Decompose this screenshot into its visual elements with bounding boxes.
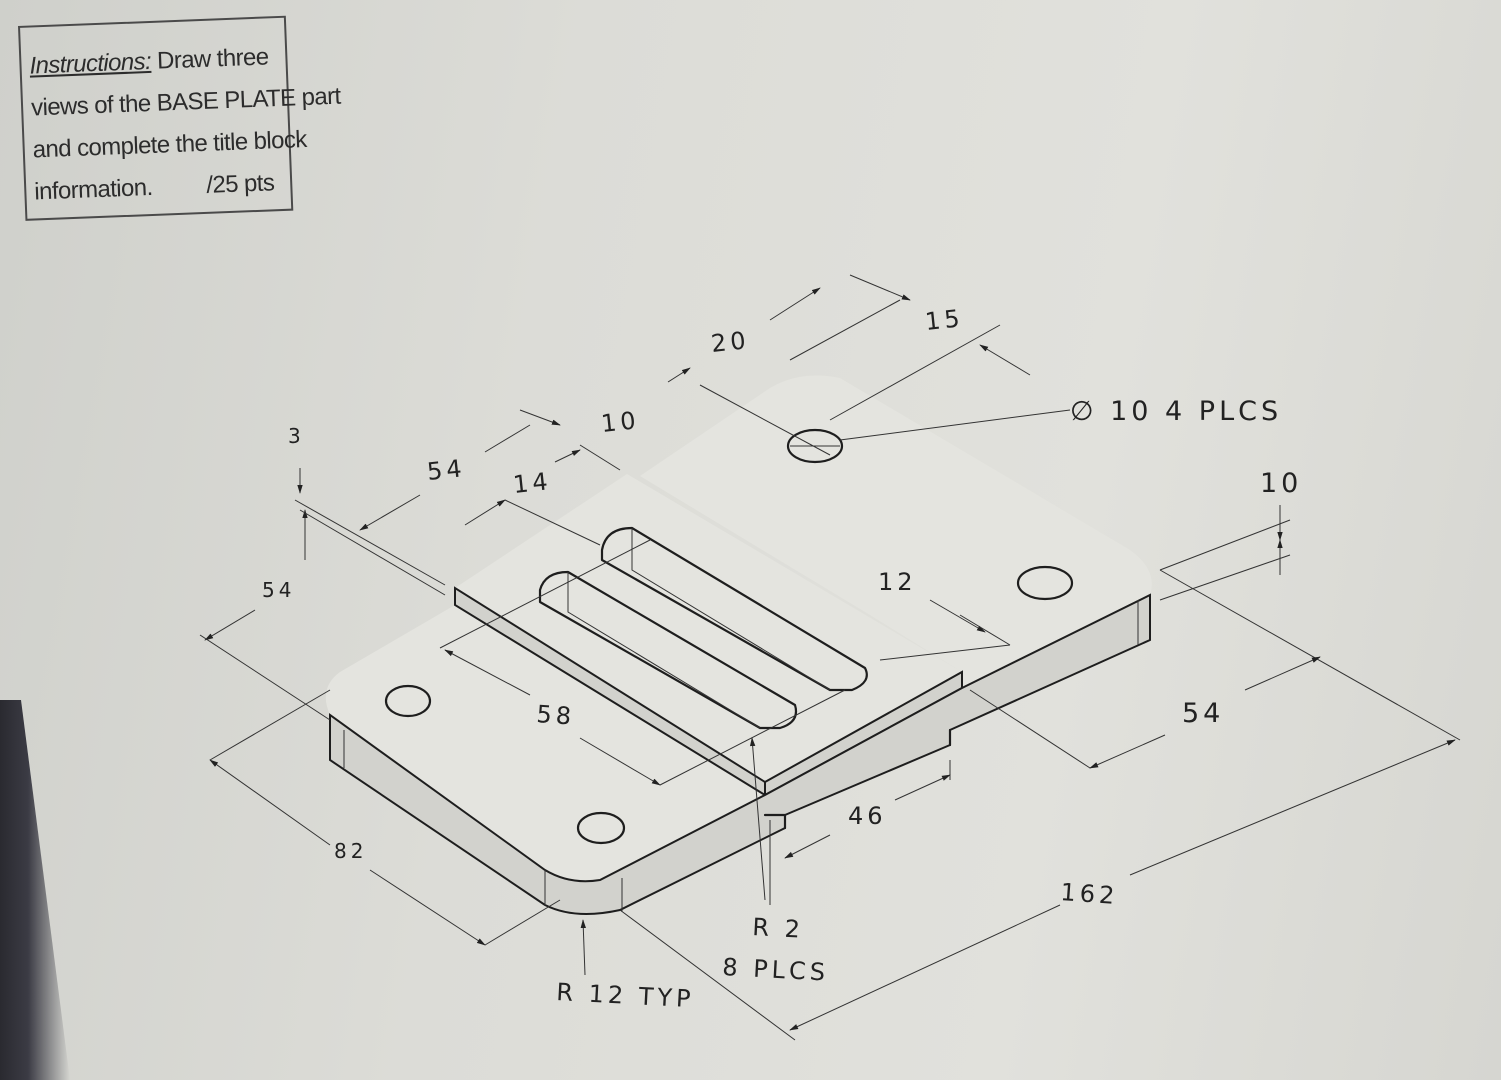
base-plate-part (325, 375, 1152, 915)
slot-1-inner (567, 572, 761, 729)
dim-label-r12-typ: R 12 TYP (556, 978, 696, 1013)
dim-label-54-right: 54 (1182, 698, 1224, 729)
slot-2-inner (631, 528, 831, 691)
dim-label-12: 12 (878, 568, 917, 596)
dim-label-54-top: 54 (426, 454, 467, 486)
slot-2 (600, 526, 868, 692)
dim-label-15: 15 (924, 304, 965, 336)
dim-label-8-plcs: 8 PLCS (722, 953, 830, 987)
hole-bottom (576, 811, 626, 845)
dim-label-58: 58 (536, 700, 576, 731)
hole-right (1016, 565, 1074, 601)
dim-label-46: 46 (848, 802, 887, 830)
left-top-face (325, 600, 765, 882)
dim-label-162: 162 (1060, 878, 1120, 910)
hole-left (384, 684, 432, 718)
right-top-face (640, 375, 1152, 688)
dim-label-14: 14 (512, 467, 553, 499)
dim-label-3: 3 (288, 424, 305, 448)
step-notch-left (763, 813, 787, 830)
dim-label-10-slot: 10 (600, 406, 641, 438)
dim-label-54-left: 54 (262, 578, 295, 602)
raised-rib-top (455, 474, 962, 782)
dim-label-hole-4-plcs: ∅ 10 4 PLCS (1070, 396, 1282, 427)
dimension-labels: 20 15 ∅ 10 4 PLCS 10 3 54 14 10 12 54 54… (262, 304, 1302, 1013)
dim-label-r2: R 2 (752, 913, 805, 944)
slot-1 (538, 570, 798, 730)
dim-label-82: 82 (334, 839, 367, 863)
dim-label-20: 20 (710, 326, 751, 358)
dimension-lines (199, 274, 1461, 1041)
hole-top (786, 428, 844, 464)
dim-label-10-right: 10 (1260, 468, 1302, 499)
